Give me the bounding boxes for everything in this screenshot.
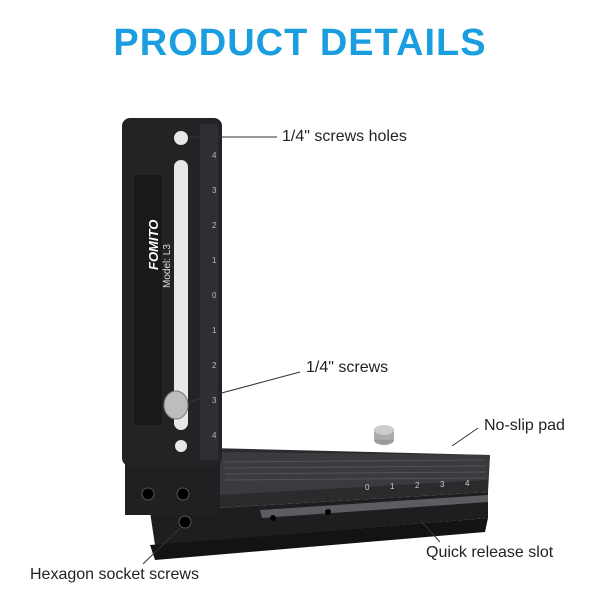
vertical-scale-label: 3 (212, 186, 217, 195)
slot-screw (163, 390, 189, 420)
callout-screw-holes: 1/4" screws holes (282, 128, 407, 145)
brand-logo: FOMITO (146, 220, 161, 270)
clamp-block (125, 460, 220, 515)
callout-quick-release-slot: Quick release slot (426, 544, 554, 561)
horizontal-scale-label: 3 (440, 480, 445, 489)
callout-line-hex-screws (142, 527, 181, 565)
page-title: PRODUCT DETAILS (113, 22, 487, 64)
callout-no-slip-pad: No-slip pad (484, 417, 565, 434)
vertical-scale-label: 1 (212, 256, 217, 265)
vertical-scale-label: 3 (212, 396, 217, 405)
hex-screw-icon (141, 487, 155, 501)
screw-hole (174, 131, 188, 145)
vertical-scale-label: 4 (212, 431, 217, 440)
callout-screws: 1/4" screws (306, 359, 389, 376)
vertical-scale-label: 2 (212, 361, 217, 370)
horizontal-scale-label: 2 (415, 481, 420, 490)
callout-hex-screws: Hexagon socket screws (30, 566, 199, 583)
vertical-scale-label: 4 (212, 151, 217, 160)
vertical-slot (174, 160, 188, 430)
horizontal-scale-label: 0 (365, 483, 370, 492)
horizontal-scale-label: 4 (465, 479, 470, 488)
callout-line-no-slip-pad (451, 427, 479, 447)
vertical-scale-label: 0 (212, 291, 217, 300)
callout-line-quick-release (419, 519, 441, 543)
vertical-scale-label: 1 (212, 326, 217, 335)
callout-line-screws (187, 371, 301, 403)
rail-bevel (260, 495, 488, 518)
horizontal-scale-label: 1 (390, 482, 395, 491)
vertical-scale-label: 2 (212, 221, 217, 230)
model-label: Model: L3 (162, 244, 173, 288)
